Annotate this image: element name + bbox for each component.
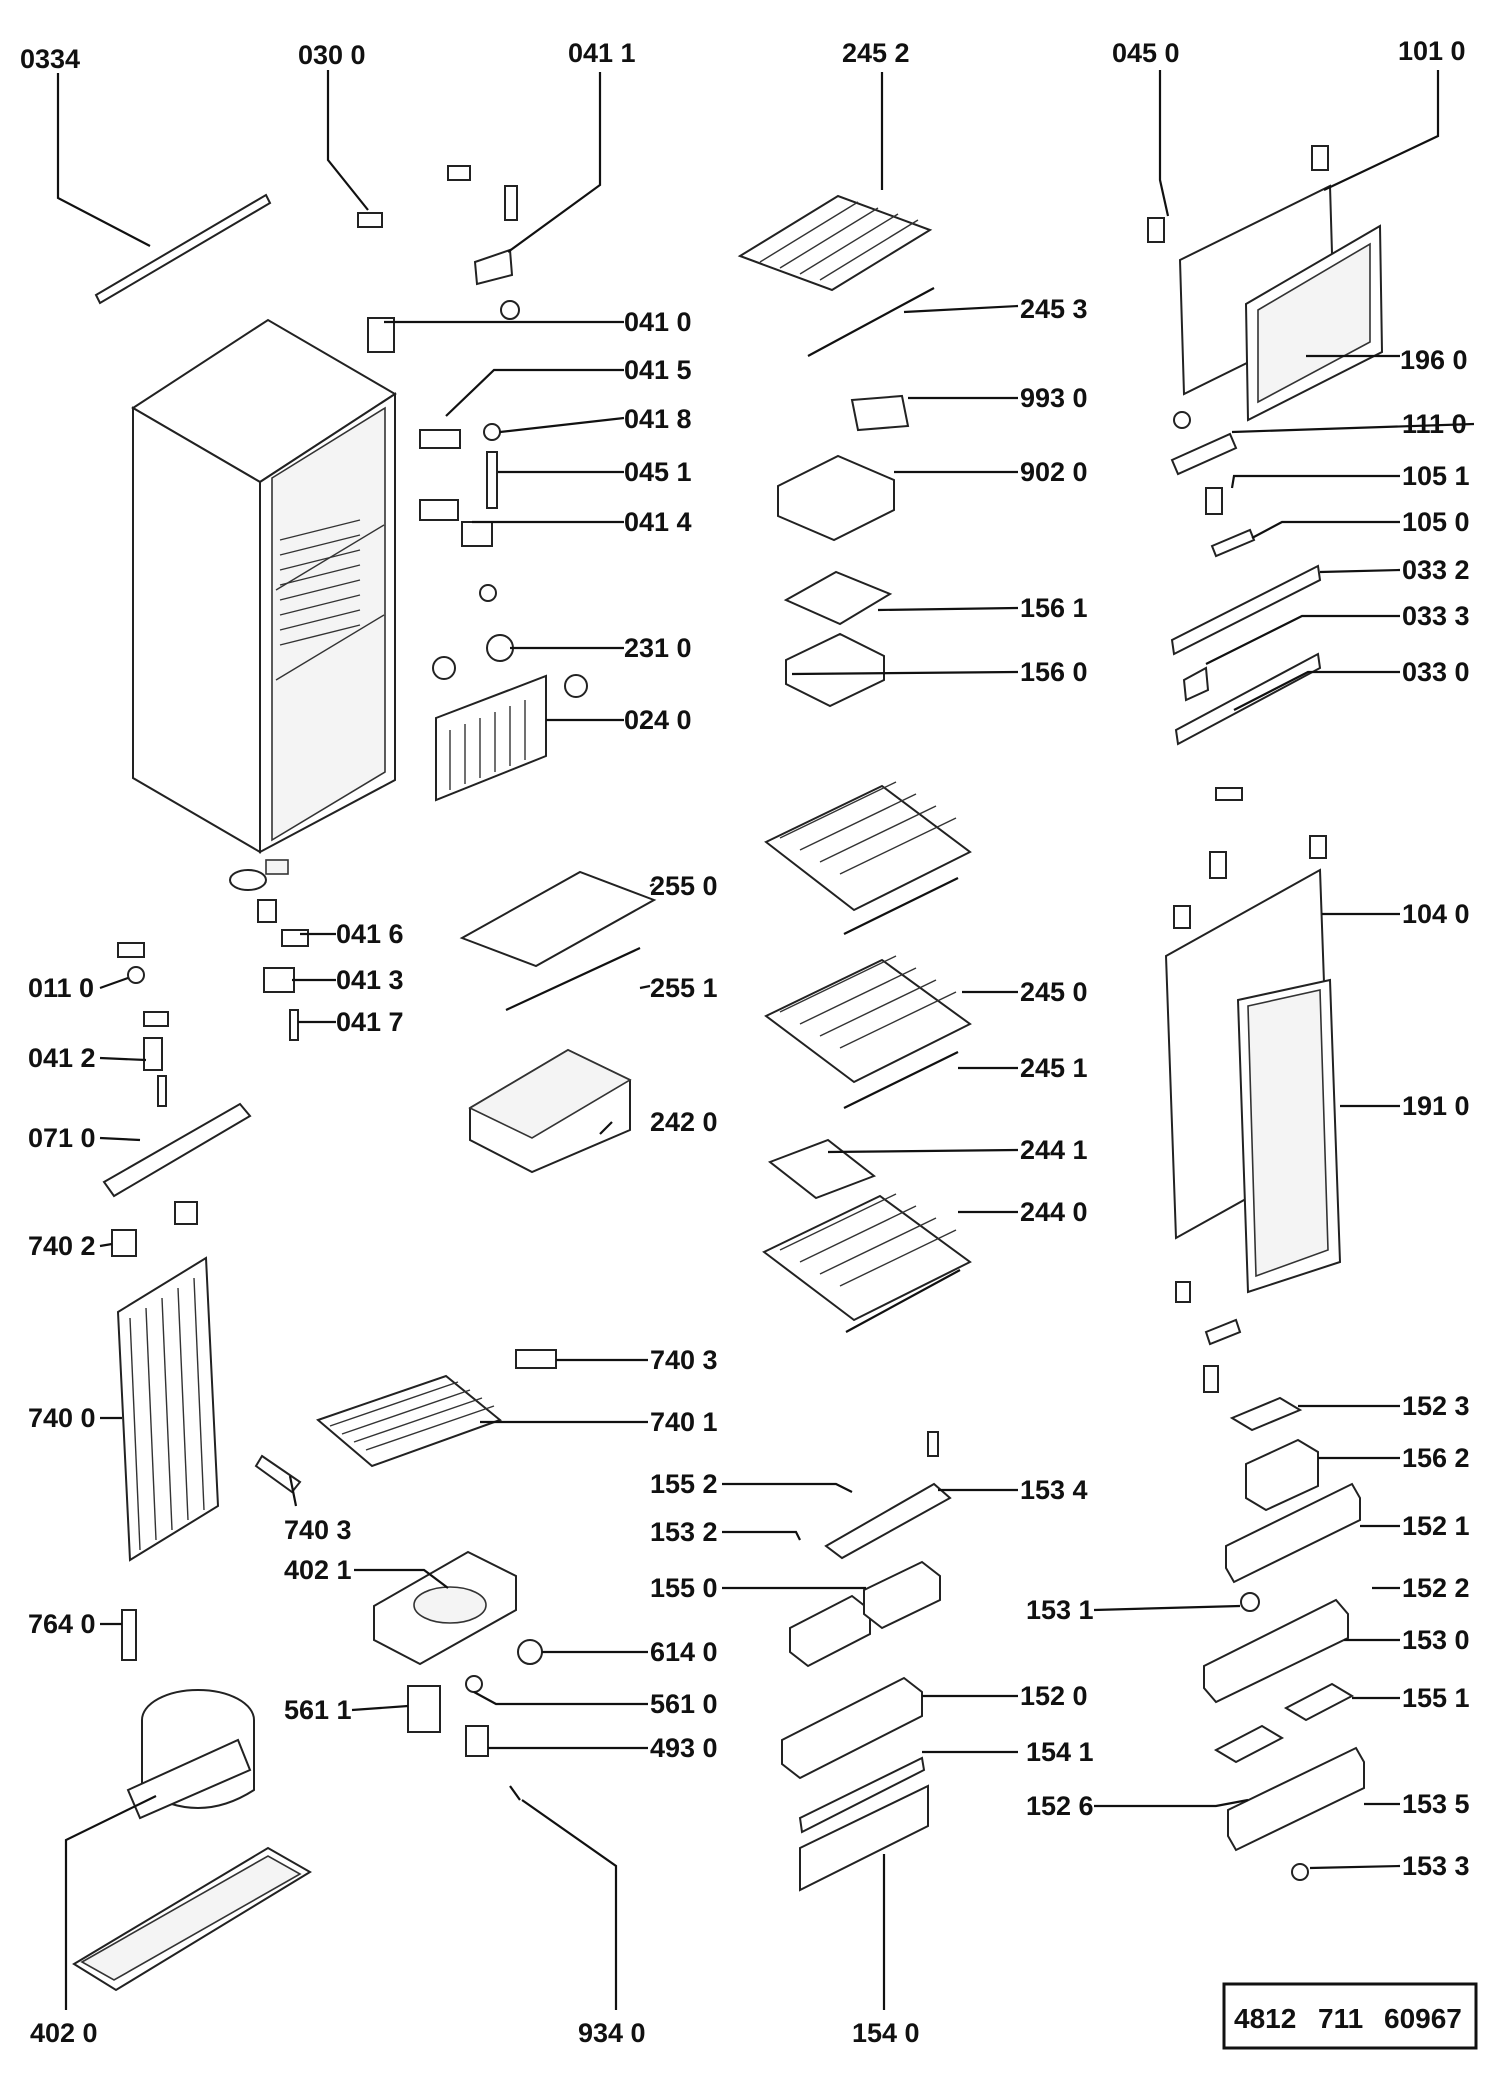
callout-101-0: 101 0 (1398, 36, 1466, 66)
callout-104-0: 104 0 (1402, 899, 1470, 929)
callout-011-0: 011 0 (28, 973, 94, 1003)
callout-033-3: 033 3 (1402, 601, 1470, 631)
callout-152-0: 152 0 (1020, 1681, 1088, 1711)
part-drawings (72, 145, 1384, 1992)
callout-244-1: 244 1 (1020, 1135, 1088, 1165)
callout-152-6: 152 6 (1026, 1791, 1094, 1821)
callout-153-4: 153 4 (1020, 1475, 1088, 1505)
callout-024-0: 024 0 (624, 705, 692, 735)
reference-part-2: 711 (1318, 2003, 1363, 2034)
callout-041-3: 041 3 (336, 965, 404, 995)
callout-111-0: 111 0 (1402, 409, 1467, 439)
callout-934-0: 934 0 (578, 2018, 646, 2048)
callout-041-1: 041 1 (568, 38, 636, 68)
callout-041-4: 041 4 (624, 507, 692, 537)
callout-152-3: 152 3 (1402, 1391, 1470, 1421)
callout-041-7: 041 7 (336, 1007, 404, 1037)
callout-071-0: 071 0 (28, 1123, 96, 1153)
callout-154-0: 154 0 (852, 2018, 920, 2048)
reference-part-1: 4812 (1234, 2003, 1296, 2034)
callout-153-3: 153 3 (1402, 1851, 1470, 1881)
callout-244-0: 244 0 (1020, 1197, 1088, 1227)
callout-231-0: 231 0 (624, 633, 692, 663)
callout-245-1: 245 1 (1020, 1053, 1088, 1083)
callout-041-2: 041 2 (28, 1043, 96, 1073)
callout-033-2: 033 2 (1402, 555, 1470, 585)
reference-number-box: 4812 711 60967 (1222, 1982, 1478, 2050)
callout-155-1: 155 1 (1402, 1683, 1470, 1713)
callout-993-0: 993 0 (1020, 383, 1088, 413)
callout-105-0: 105 0 (1402, 507, 1470, 537)
callout-740-0: 740 0 (28, 1403, 96, 1433)
callout-045-0: 045 0 (1112, 38, 1180, 68)
callout-242-0: 242 0 (650, 1107, 718, 1137)
callout-154-1: 154 1 (1026, 1737, 1094, 1767)
callout-155-2: 155 2 (650, 1469, 718, 1499)
callout-045-1: 045 1 (624, 457, 692, 487)
callout-764-0: 764 0 (28, 1609, 96, 1639)
leader-lines (56, 70, 1475, 2010)
callout-402-0: 402 0 (30, 2018, 98, 2048)
callout-041-0: 041 0 (624, 307, 692, 337)
callout-561-0: 561 0 (650, 1689, 718, 1719)
callout-614-0: 614 0 (650, 1637, 718, 1667)
callout-245-3: 245 3 (1020, 294, 1088, 324)
callout-740-1: 740 1 (650, 1407, 718, 1437)
callout-156-0: 156 0 (1020, 657, 1088, 687)
callout-156-1: 156 1 (1020, 593, 1088, 623)
callout-033-0: 033 0 (1402, 657, 1470, 687)
callout-153-1: 153 1 (1026, 1595, 1094, 1625)
callout-152-1: 152 1 (1402, 1511, 1470, 1541)
callout-245-0: 245 0 (1020, 977, 1088, 1007)
callout-902-0: 902 0 (1020, 457, 1088, 487)
callout-153-0: 153 0 (1402, 1625, 1470, 1655)
callout-152-2: 152 2 (1402, 1573, 1470, 1603)
callout-245-2: 245 2 (842, 38, 910, 68)
callout-041-8: 041 8 (624, 404, 692, 434)
callout-196-0: 196 0 (1400, 345, 1468, 375)
callout-041-5: 041 5 (624, 355, 692, 385)
callout-153-2: 153 2 (650, 1517, 718, 1547)
callout-740-3-upper: 740 3 (650, 1345, 718, 1375)
callout-156-2: 156 2 (1402, 1443, 1470, 1473)
callout-740-2: 740 2 (28, 1231, 96, 1261)
callout-labels: 0334 030 0 041 1 245 2 045 0 101 0 041 0… (20, 36, 1470, 2048)
callout-561-1: 561 1 (284, 1695, 352, 1725)
callout-740-3-lower: 740 3 (284, 1515, 352, 1545)
callout-0334: 0334 (20, 44, 80, 74)
callout-191-0: 191 0 (1402, 1091, 1470, 1121)
callout-402-1: 402 1 (284, 1555, 352, 1585)
callout-041-6: 041 6 (336, 919, 404, 949)
reference-part-3: 60967 (1384, 2003, 1462, 2034)
callout-255-0: 255 0 (650, 871, 718, 901)
callout-155-0: 155 0 (650, 1573, 718, 1603)
callout-493-0: 493 0 (650, 1733, 718, 1763)
callout-030-0: 030 0 (298, 40, 366, 70)
callout-255-1: 255 1 (650, 973, 718, 1003)
callout-105-1: 105 1 (1402, 461, 1470, 491)
callout-153-5: 153 5 (1402, 1789, 1470, 1819)
cabinet-body (131, 318, 397, 875)
